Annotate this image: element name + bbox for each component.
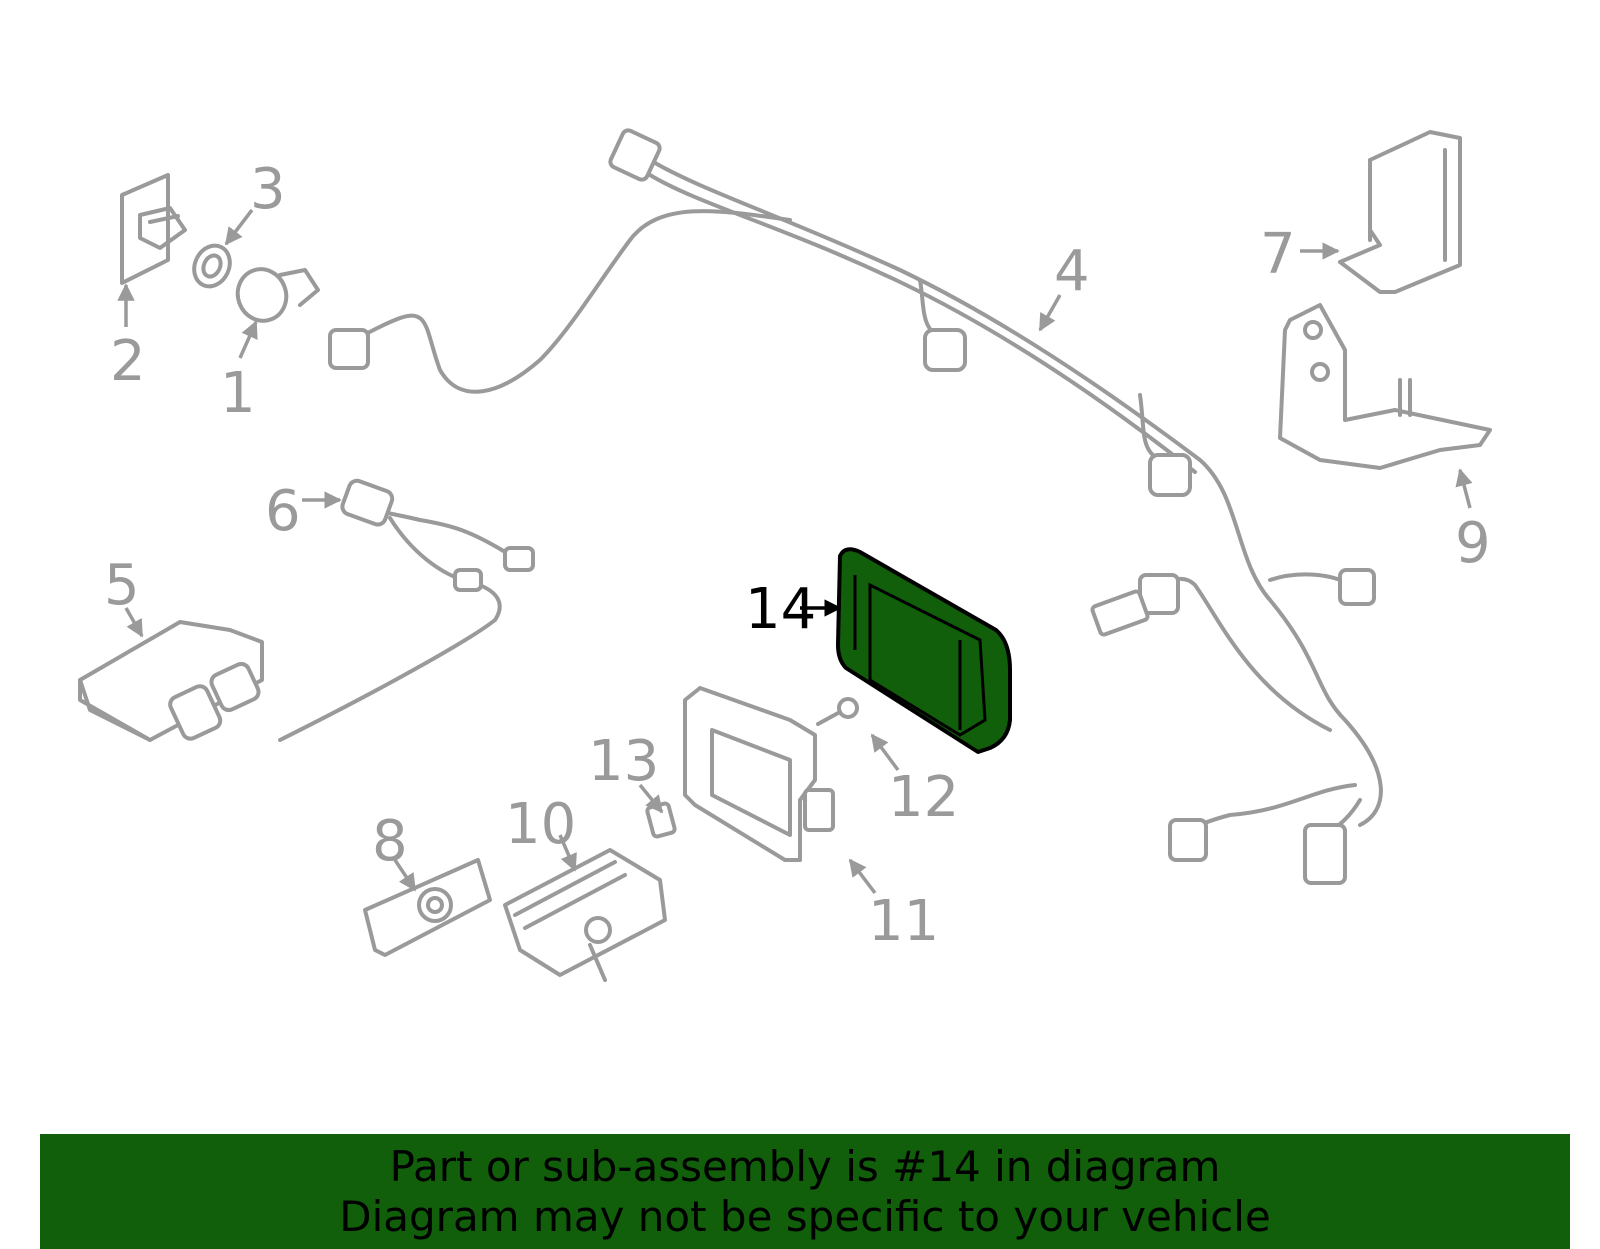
banner-line-2: Diagram may not be specific to your vehi… (339, 1191, 1271, 1241)
callout-3: 3 (250, 157, 286, 222)
callout-1: 1 (220, 361, 256, 426)
part-10-camera-housing (503, 848, 667, 982)
part-6-sensor-wire (278, 478, 535, 742)
part-4-wiring-harness (328, 128, 1383, 885)
banner-line-1: Part or sub-assembly is #14 in diagram (389, 1141, 1221, 1191)
part-14-radar-bracket (836, 547, 1012, 754)
part-7-bracket (1338, 130, 1462, 294)
callout-12: 12 (888, 765, 959, 830)
leader-3 (224, 208, 254, 246)
leader-12 (870, 733, 900, 772)
callout-6: 6 (265, 479, 301, 544)
leader-4 (1038, 294, 1062, 332)
leader-11 (848, 858, 877, 895)
part-1-parking-sensor (235, 267, 320, 323)
leader-13 (638, 783, 664, 814)
callout-2: 2 (110, 329, 146, 394)
callout-5: 5 (104, 553, 140, 618)
part-9-mounting-bracket (1278, 303, 1492, 470)
part-8-cover-plate (363, 858, 492, 957)
callout-4: 4 (1054, 239, 1090, 304)
leader-8 (393, 859, 417, 892)
leader-9 (1455, 468, 1473, 509)
part-3-sensor-ring (192, 243, 232, 289)
info-banner: Part or sub-assembly is #14 in diagram D… (40, 1134, 1570, 1249)
part-13-clip (645, 801, 677, 839)
leader-5 (124, 607, 144, 638)
callout-14: 14 (745, 577, 816, 642)
leader-10 (558, 834, 577, 872)
part-2-sensor-bracket (120, 173, 187, 285)
part-5-control-module (78, 620, 264, 742)
callout-8: 8 (372, 809, 408, 874)
part-12-screw (816, 697, 859, 726)
callout-9: 9 (1455, 511, 1491, 576)
callout-7: 7 (1260, 222, 1296, 287)
leader-1 (238, 320, 258, 359)
part-11-radar-module (683, 686, 835, 862)
callout-10: 10 (505, 792, 576, 857)
callout-13: 13 (588, 729, 659, 794)
callout-11: 11 (868, 889, 939, 954)
